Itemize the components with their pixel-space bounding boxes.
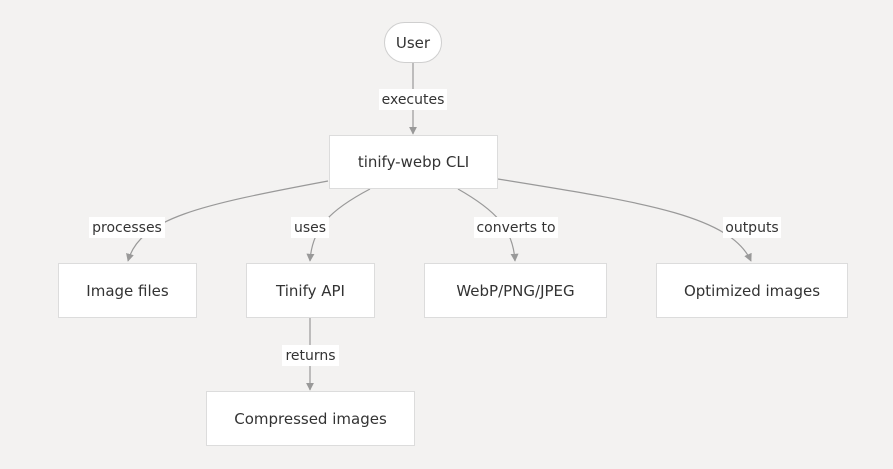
edge-cli-image-files [126,180,329,262]
node-formats-label: WebP/PNG/JPEG [456,281,575,300]
edge-label-processes: processes [89,217,165,238]
edge-label-executes: executes [379,89,447,110]
edge-label-returns-text: returns [285,347,336,364]
node-image-files: Image files [58,263,197,318]
edge-label-processes-text: processes [92,219,162,236]
edge-label-outputs-text: outputs [725,219,779,236]
node-tinify-api: Tinify API [246,263,375,318]
edge-label-outputs: outputs [723,217,781,238]
node-optimized-label: Optimized images [683,281,821,300]
node-cli-label: tinify-webp CLI [357,153,470,171]
edge-label-uses: uses [291,217,329,238]
node-user: User [384,22,442,63]
edge-cli-optimized [497,178,752,262]
edge-label-returns: returns [282,345,339,366]
node-user-label: User [395,33,431,52]
edge-label-executes-text: executes [381,91,445,108]
node-tinify-webp-cli: tinify-webp CLI [329,135,498,189]
node-tinify-api-label: Tinify API [276,281,345,300]
edge-label-converts-to: converts to [474,217,558,238]
node-image-files-label: Image files [86,281,169,300]
node-webp-png-jpeg: WebP/PNG/JPEG [424,263,607,318]
node-compressed-label: Compressed images [234,409,387,428]
node-optimized-images: Optimized images [656,263,848,318]
edge-label-uses-text: uses [293,219,327,236]
node-compressed-images: Compressed images [206,391,415,446]
edge-label-converts-to-text: converts to [476,219,556,236]
